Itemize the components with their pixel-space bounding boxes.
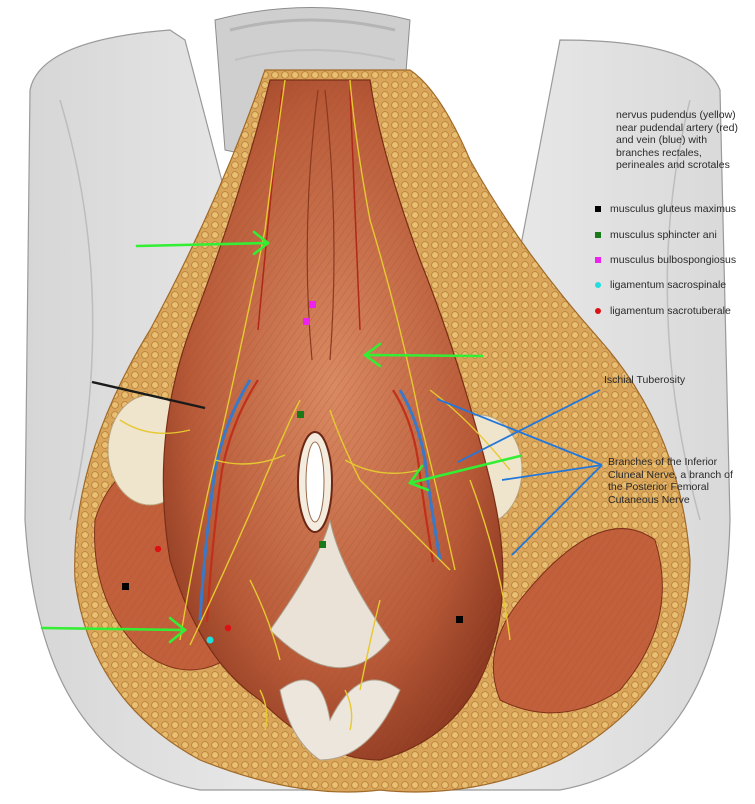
legend-swatch xyxy=(595,232,601,238)
legend-item-bulbospongiosus: musculus bulbospongiosus xyxy=(595,254,736,266)
arrow-lower-left xyxy=(40,616,188,644)
label-ischial-tuberosity: Ischial Tuberosity xyxy=(604,374,686,386)
legend-label: musculus sphincter ani xyxy=(610,229,717,241)
marker-sphincter-lower xyxy=(319,541,326,548)
probe-wire xyxy=(91,380,206,410)
arrow-middle-right xyxy=(362,342,484,368)
legend-swatch xyxy=(595,206,601,212)
legend-item-gluteus: musculus gluteus maximus xyxy=(595,203,736,215)
marker-gluteus-right xyxy=(456,616,463,623)
legend-swatch xyxy=(595,308,601,314)
marker-sacrospinale xyxy=(206,636,214,644)
marker-bulbospongiosus-1 xyxy=(309,301,316,308)
legend-label: ligamentum sacrospinale xyxy=(610,279,727,291)
legend-item-sphincter: musculus sphincter ani xyxy=(595,229,717,241)
legend-swatch xyxy=(595,282,601,288)
marker-sacrotuberale-1 xyxy=(154,545,162,553)
figure-caption: nervus pudendus (yellow) near pudendal a… xyxy=(616,109,738,171)
legend-label: musculus gluteus maximus xyxy=(610,203,737,215)
anal-opening xyxy=(297,431,333,533)
legend-swatch xyxy=(595,257,601,263)
legend-label: ligamentum sacrotuberale xyxy=(610,305,731,317)
legend-item-sacrospinale: ligamentum sacrospinale xyxy=(595,279,726,291)
leader-lines xyxy=(436,389,603,556)
image-markers xyxy=(122,301,463,644)
legend-label: musculus bulbospongiosus xyxy=(610,254,737,266)
marker-bulbospongiosus-2 xyxy=(303,318,310,325)
legend-item-sacrotuberale: ligamentum sacrotuberale xyxy=(595,305,731,317)
marker-sphincter-upper xyxy=(297,411,304,418)
arrow-upper-left xyxy=(135,230,271,256)
arrow-right-cluneal xyxy=(407,454,522,492)
marker-gluteus-left xyxy=(122,583,129,590)
label-inferior-cluneal-nerve: Branches of the Inferior Cluneal Nerve, … xyxy=(608,456,733,506)
pointer-arrows xyxy=(40,230,522,644)
marker-sacrotuberale-2 xyxy=(224,624,232,632)
